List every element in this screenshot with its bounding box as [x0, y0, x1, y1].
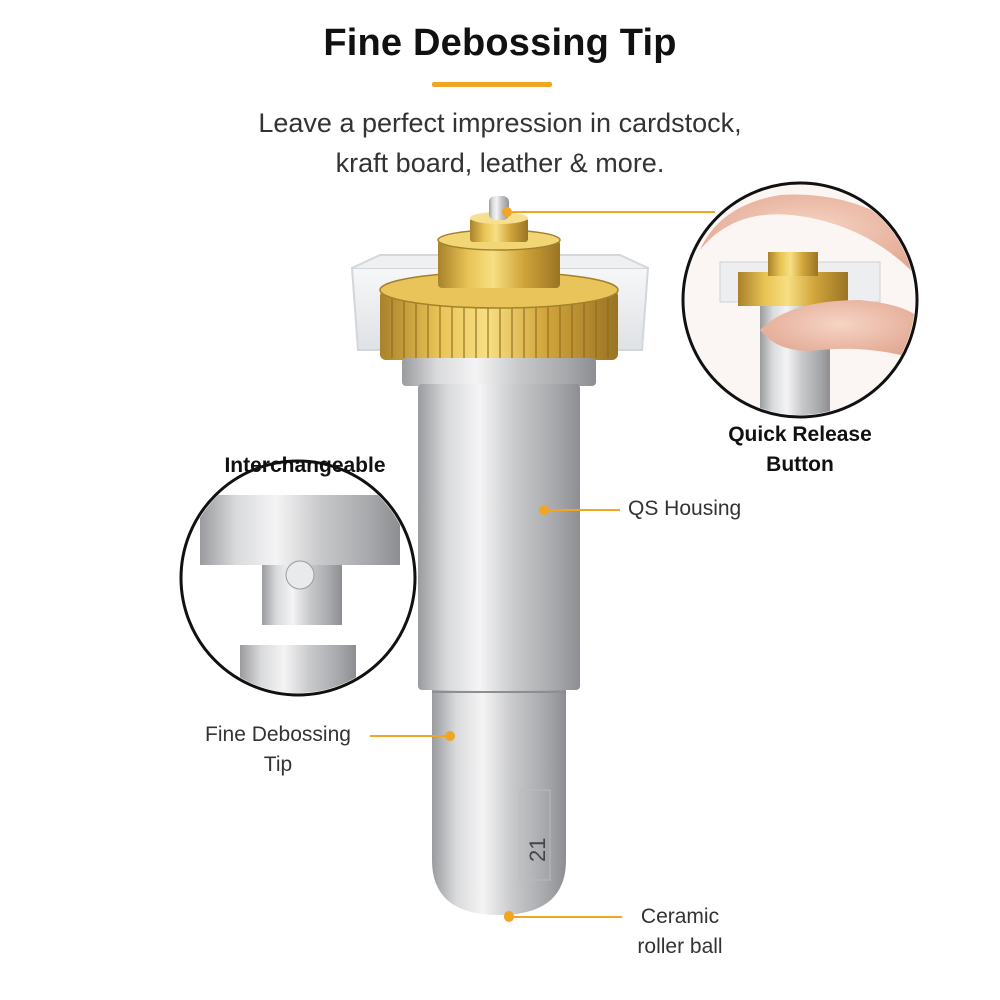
page-title: Fine Debossing Tip	[323, 22, 677, 64]
title-underline	[432, 82, 552, 87]
callout-dot-ball	[504, 912, 514, 922]
tip-number: 21	[525, 838, 550, 862]
ceramic-label-line-1: Ceramic	[640, 905, 720, 928]
fine-debossing-label-line-1: Fine Debossing	[205, 723, 351, 746]
callout-lines	[370, 207, 715, 922]
debossing-tool: 21	[350, 196, 650, 921]
interchangeable-inset	[179, 459, 417, 697]
subtitle-line-1: Leave a perfect impression in cardstock,	[258, 108, 742, 138]
interchangeable-label: Interchangeable	[224, 454, 386, 477]
callout-dot-housing	[539, 505, 549, 515]
subtitle: Leave a perfect impression in cardstock,…	[0, 103, 1000, 183]
fine-debossing-label-line-2: Tip	[263, 753, 293, 776]
fine-debossing-tip-label: Fine Debossing Tip	[188, 720, 368, 780]
ceramic-roller-ball-label: Ceramic roller ball	[615, 902, 745, 962]
subtitle-line-2: kraft board, leather & more.	[335, 148, 665, 178]
ceramic-label-line-2: roller ball	[637, 935, 723, 958]
quick-release-inset	[681, 181, 919, 419]
callout-dot-tip	[445, 731, 455, 741]
callout-dot-button	[502, 207, 512, 217]
quick-release-label: Quick Release Button	[700, 420, 900, 480]
quick-release-label-line-2: Button	[766, 453, 834, 476]
quick-release-label-line-1: Quick Release	[728, 423, 872, 446]
qs-housing-label: QS Housing	[628, 497, 742, 520]
